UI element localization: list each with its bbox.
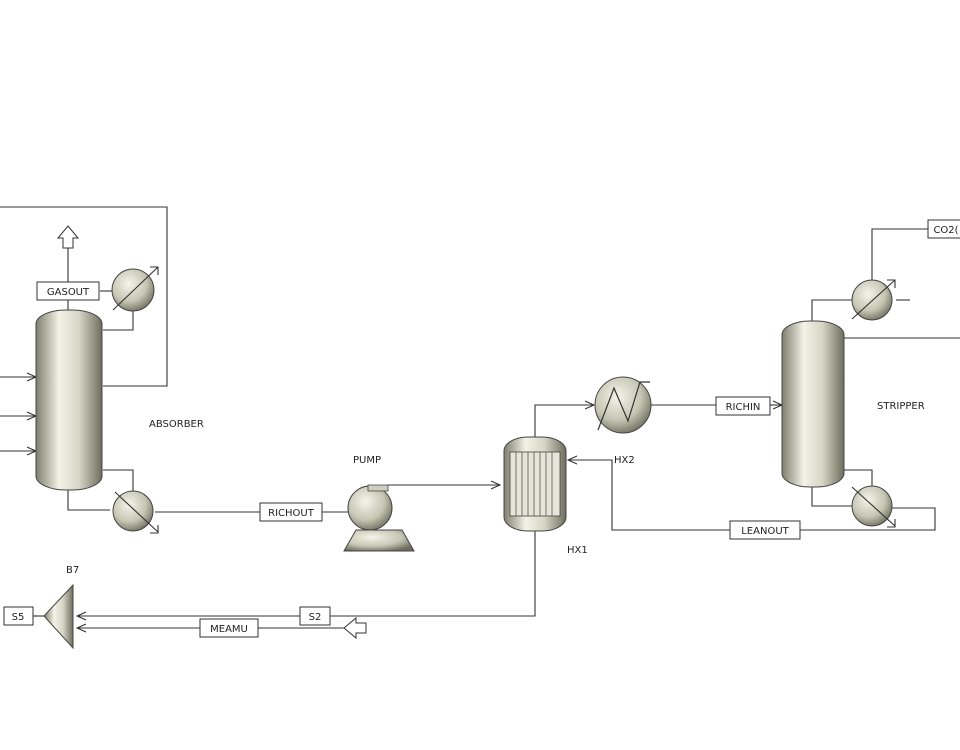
absorber-label: ABSORBER — [149, 419, 204, 430]
stream-tag-richout[interactable]: RICHOUT — [259, 502, 323, 522]
stream-tag-richin[interactable]: RICHIN — [715, 396, 771, 416]
stripper-bottoms-line[interactable] — [811, 487, 852, 507]
stream-tag-s5-text: S5 — [12, 612, 25, 623]
pump-icon[interactable] — [343, 484, 415, 552]
hx2-label: HX2 — [614, 455, 635, 466]
leanout-line-a[interactable] — [800, 507, 936, 531]
stripper-overhead-line[interactable] — [811, 299, 852, 322]
hx1-to-hx2-line[interactable] — [534, 405, 594, 437]
b7-mixer-icon[interactable] — [43, 583, 74, 650]
absorber-top-heater-icon[interactable] — [111, 266, 159, 312]
stream-tag-richin-text: RICHIN — [726, 402, 761, 413]
stream-tag-leanout[interactable]: LEANOUT — [729, 520, 801, 540]
stripper-condenser-icon[interactable] — [851, 279, 896, 321]
co2-outlet-line[interactable] — [871, 228, 928, 282]
stream-tag-co2-text: CO2( — [933, 225, 958, 236]
stream-tag-leanout-text: LEANOUT — [741, 526, 789, 537]
hx1-label: HX1 — [567, 545, 588, 556]
b7-label: B7 — [66, 565, 79, 576]
stream-tag-s5[interactable]: S5 — [3, 606, 34, 626]
pump-label: PUMP — [353, 455, 381, 466]
stream-tag-gasout[interactable]: GASOUT — [36, 281, 100, 301]
top-cooler-return-line[interactable] — [103, 311, 134, 331]
hx1-exchanger-icon[interactable] — [503, 436, 567, 532]
leanout-line-b[interactable] — [568, 460, 730, 531]
vent-arrow-icon — [56, 225, 80, 249]
stream-tag-s2[interactable]: S2 — [299, 606, 331, 626]
makeup-feed-arrow-icon — [343, 616, 367, 640]
hx1-bottom-line[interactable] — [330, 531, 536, 617]
stripper-bottom-line[interactable] — [843, 469, 873, 487]
stream-tag-s2-text: S2 — [309, 612, 322, 623]
stream-tag-gasout-text: GASOUT — [47, 287, 90, 298]
absorber-bottoms-line[interactable] — [67, 488, 110, 511]
absorber-bottom-line[interactable] — [103, 469, 134, 492]
stream-tag-meamu-text: MEAMU — [210, 624, 248, 635]
stripper-column[interactable] — [781, 320, 845, 488]
stream-tag-richout-text: RICHOUT — [268, 508, 315, 519]
stripper-label: STRIPPER — [877, 401, 925, 412]
hx2-heater-icon[interactable] — [594, 376, 652, 434]
stripper-reboiler-icon[interactable] — [851, 485, 896, 528]
absorber-bottom-heater-icon[interactable] — [112, 490, 159, 534]
absorber-recycle-line[interactable] — [0, 206, 168, 387]
absorber-column[interactable] — [35, 309, 103, 491]
stream-tag-meamu[interactable]: MEAMU — [199, 618, 259, 638]
stream-tag-co2[interactable]: CO2( — [927, 219, 960, 239]
